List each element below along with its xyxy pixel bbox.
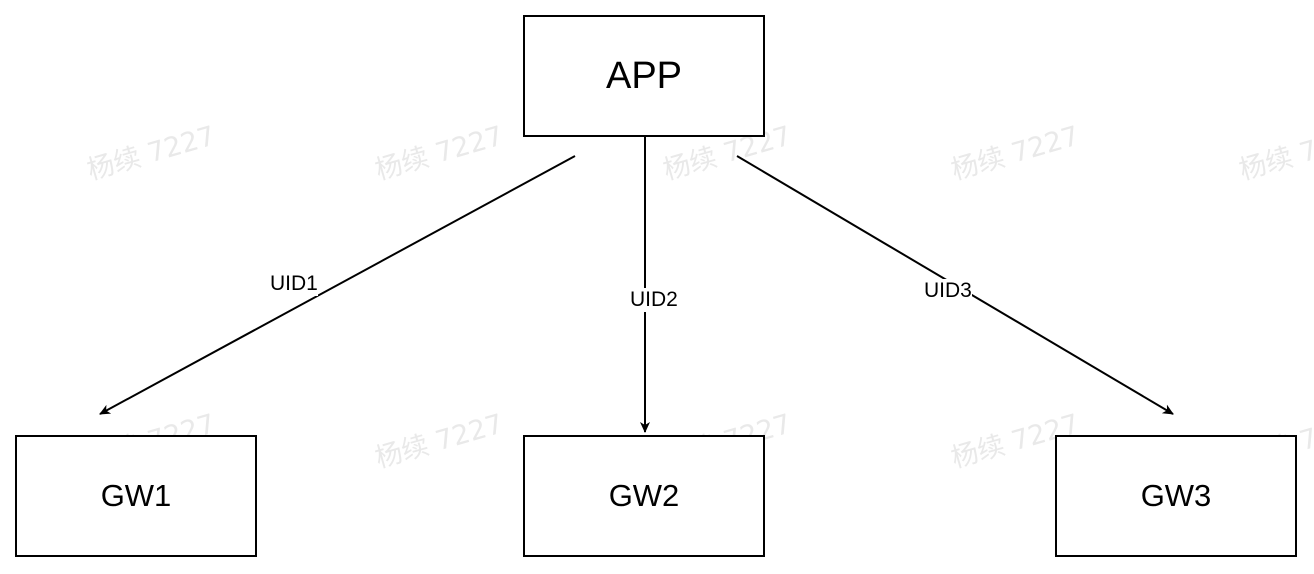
edge-label-uid3: UID3 [924,279,972,303]
node-app-label: APP [605,54,683,97]
node-gw1[interactable]: GW1 [15,435,257,557]
edge-label-uid1: UID1 [270,272,318,296]
node-gw3[interactable]: GW3 [1055,435,1297,557]
node-gw2[interactable]: GW2 [523,435,765,557]
edge-label-uid2: UID2 [630,288,678,312]
node-gw1-label: GW1 [100,478,172,513]
edge-app-gw1 [99,155,576,415]
node-app[interactable]: APP [523,15,765,137]
node-gw2-label: GW2 [608,478,680,513]
node-gw3-label: GW3 [1140,478,1212,513]
